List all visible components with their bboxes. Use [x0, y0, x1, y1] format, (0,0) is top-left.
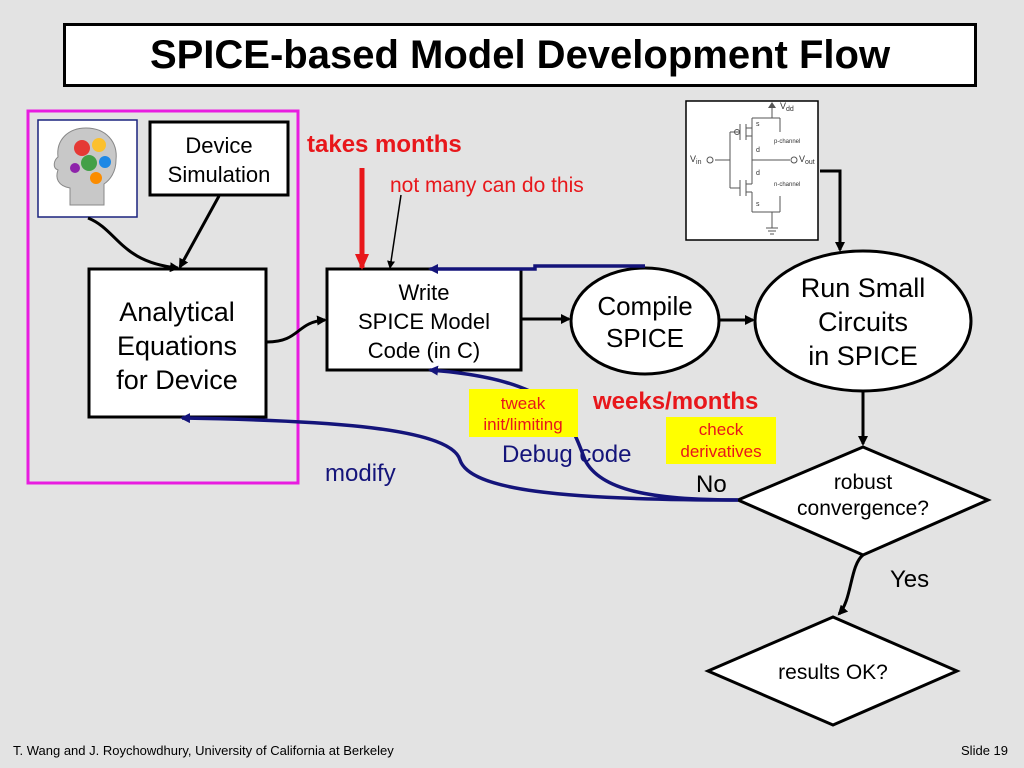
n-source-label: s: [756, 201, 760, 208]
device-simulation-box: [148, 120, 290, 197]
p-channel-label: p-channel: [774, 139, 800, 145]
svg-text:Vin: Vin: [690, 154, 702, 166]
takes-months-label: takes months: [307, 131, 462, 158]
svg-text:Vdd: Vdd: [780, 101, 794, 113]
cmos-inverter-schematic: Vdd Vin Vout p-channel n-channel s d d s: [685, 100, 819, 241]
write-model-line2: SPICE Model: [358, 309, 490, 334]
write-spice-model-box: [325, 267, 523, 372]
arrow-devsim-to-analytical: [178, 195, 221, 269]
not-many-label: not many can do this: [390, 174, 584, 197]
not-many-pointer: [387, 194, 402, 269]
yes-label: Yes: [890, 566, 929, 593]
analytical-line2: Equations: [117, 331, 237, 361]
analytical-equations-box: [87, 267, 268, 419]
check-line2: derivatives: [680, 442, 761, 461]
tweak-line1: tweak: [501, 394, 546, 413]
arrow-modify-feedback: [180, 413, 739, 502]
robust-line2: convergence?: [797, 497, 929, 520]
device-simulation-line1: Device: [185, 133, 252, 158]
arrow-compile-feedback: [428, 264, 645, 274]
analytical-line3: for Device: [116, 365, 238, 395]
run-small-line2: Circuits: [818, 307, 908, 337]
tweak-line2: init/limiting: [483, 415, 562, 434]
svg-text:Vout: Vout: [799, 154, 815, 166]
footer-authors: T. Wang and J. Roychowdhury, University …: [13, 743, 394, 758]
run-small-line1: Run Small: [801, 273, 926, 303]
compile-line1: Compile: [597, 291, 692, 321]
run-small-circuits-node: [753, 249, 973, 393]
p-drain-label: d: [756, 147, 760, 154]
p-source-label: s: [756, 121, 760, 128]
page-title: SPICE-based Model Development Flow: [63, 23, 977, 87]
arrow-debug-feedback: [428, 365, 739, 502]
vdd-sub-label: dd: [786, 106, 794, 113]
write-model-line3: Code (in C): [368, 338, 480, 363]
slide-number: Slide 19: [961, 743, 1008, 758]
weeks-months-label: weeks/months: [592, 388, 758, 415]
arrow-circuit-to-run: [820, 169, 845, 252]
check-derivatives-note: check derivatives: [666, 417, 776, 464]
check-line1: check: [699, 420, 744, 439]
modify-label: modify: [325, 460, 396, 487]
n-channel-label: n-channel: [774, 182, 800, 188]
robust-line1: robust: [834, 471, 893, 494]
vin-label: V: [690, 154, 696, 164]
compile-line2: SPICE: [606, 323, 684, 353]
analytical-line1: Analytical: [119, 297, 235, 327]
results-ok-label: results OK?: [778, 661, 888, 684]
head-with-gears-icon: [37, 119, 138, 218]
arrow-head-to-analytical: [87, 216, 180, 273]
write-model-line1: Write: [399, 280, 450, 305]
device-simulation-line2: Simulation: [168, 162, 271, 187]
tweak-init-limiting-note: tweak init/limiting: [469, 389, 578, 437]
compile-spice-node: [569, 266, 721, 376]
results-ok-decision: [704, 615, 961, 727]
debug-code-label: Debug code: [502, 441, 631, 468]
magenta-group-box: [26, 109, 300, 485]
vout-sub-label: out: [805, 159, 815, 166]
run-small-line3: in SPICE: [808, 341, 918, 371]
arrow-robust-to-results: [837, 553, 865, 616]
vin-sub-label: in: [696, 159, 702, 166]
no-label: No: [696, 471, 727, 498]
vdd-label: V: [780, 101, 786, 111]
n-drain-label: d: [756, 170, 760, 177]
vout-label: V: [799, 154, 805, 164]
arrow-analytical-to-write: [266, 315, 327, 344]
